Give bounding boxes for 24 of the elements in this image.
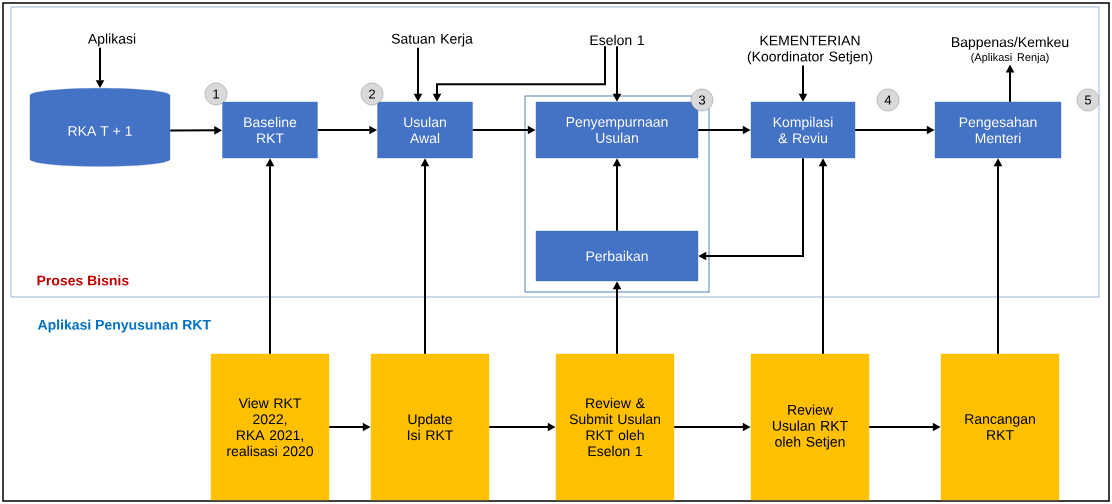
process-box: Usulan Awal [377,101,473,159]
callout-number: 4 [876,88,900,112]
callout-number: 3 [690,88,714,112]
actor-label: Satuan Kerja [391,33,473,47]
application-step-box: Rancangan RKT [940,353,1060,501]
actor-label: Bappenas/Kemkeu (Aplikasi Renja) [952,36,1069,64]
callout-number: 1 [204,82,228,106]
section-label: Aplikasi Penyusunan RKT [37,319,211,333]
process-box: Perbaikan [535,230,699,282]
actor-label: Eselon 1 [590,34,644,46]
application-step-box: Review Usulan RKT oleh Setjen [750,353,870,501]
process-box: Penyempurnaan Usulan [535,101,699,159]
actor-label: Aplikasi [87,33,136,47]
application-step-box: Update Isi RKT [370,353,490,501]
application-step-box: View RKT 2022, RKA 2021, realisasi 2020 [210,353,330,501]
callout-number: 5 [1076,88,1100,112]
actor-label: KEMENTERIAN (Koordinator Setjen) [747,35,873,65]
callout-number: 2 [360,82,384,106]
database-cylinder: RKA T + 1 [29,88,171,167]
process-box: Kompilasi & Reviu [750,101,856,159]
application-step-box: Review & Submit Usulan RKT oleh Eselon 1 [555,353,675,501]
process-box: Baseline RKT [222,101,318,159]
group-frame [524,95,710,293]
process-box: Pengesahan Menteri [934,101,1062,159]
